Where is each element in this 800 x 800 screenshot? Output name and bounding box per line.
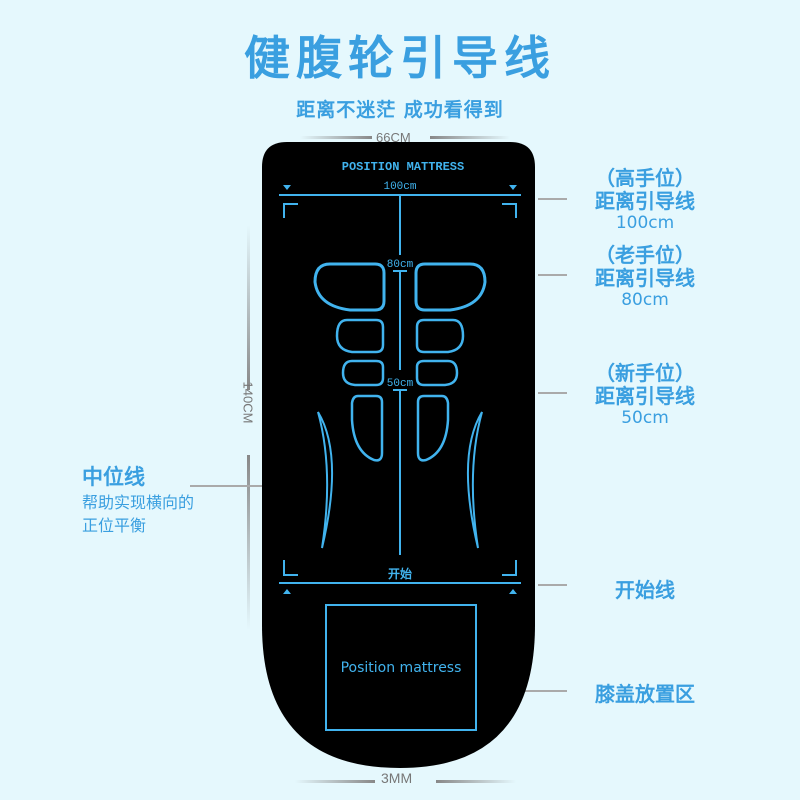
arrow-markers [283,185,517,594]
annotation-distance: 50cm [621,408,669,428]
center-line-desc-1: 帮助实现横向的 [82,493,195,512]
mat-body [262,142,535,768]
center-line-heading: 中位线 [82,465,145,489]
mat-80cm-label: 80cm [387,259,414,271]
mat-top-label: POSITION MATTRESS [342,160,464,174]
length-dimension-lines [247,225,250,630]
annotation-text: 距离引导线 [595,384,695,408]
annotation-level: （高手位） [595,166,695,190]
page-subtitle: 距离不迷茫 成功看得到 [296,99,504,121]
mat-start-label: 开始 [388,566,412,581]
knee-area-label: Position mattress [341,660,462,676]
annotation-novice-position: （新手位） 距离引导线 50cm [575,361,715,429]
width-dimension-label: 66CM [376,130,411,145]
annotation-distance: 80cm [621,290,669,310]
mat-guides [279,194,521,731]
annotation-center-line: 中位线 帮助实现横向的 正位平衡 [82,463,194,537]
triangle-down-icon [509,185,517,190]
thickness-dimension-lines [295,780,516,783]
annotation-level: （老手位） [595,243,695,267]
annotation-knee-area: 膝盖放置区 [595,682,695,706]
annotation-distance: 100cm [615,213,675,233]
pointer-lines [190,198,567,692]
length-dimension-label: 140CM [240,381,256,424]
annotation-mid-position: （老手位） 距离引导线 80cm [575,243,715,311]
annotation-level: （新手位） [595,361,695,385]
triangle-up-icon [283,589,291,594]
annotation-text: 距离引导线 [595,189,695,213]
triangle-up-icon [509,589,517,594]
page-title: 健腹轮引导线 [244,31,556,85]
mat-50cm-label: 50cm [387,378,414,390]
width-dimension-lines [300,136,510,139]
thickness-dimension-label: 3MM [381,770,413,786]
mat-100cm-label: 100cm [383,181,416,193]
annotation-high-position: （高手位） 距离引导线 100cm [575,166,715,234]
triangle-down-icon [283,185,291,190]
annotation-text: 距离引导线 [595,266,695,290]
annotation-start-line: 开始线 [615,578,675,602]
center-line-desc-2: 正位平衡 [82,516,147,535]
